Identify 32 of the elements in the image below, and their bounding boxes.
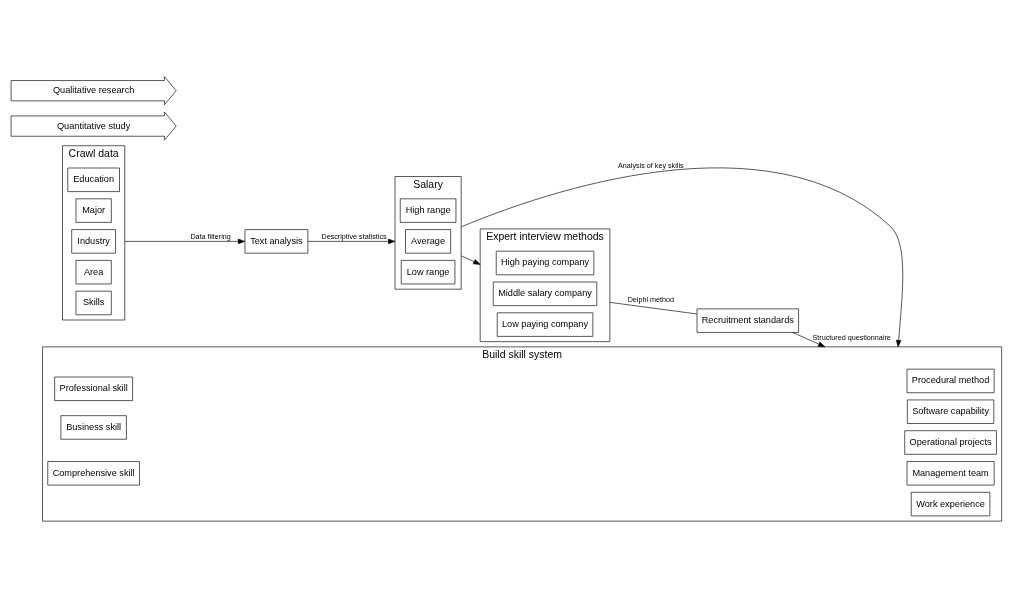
node-box: Management team — [906, 461, 995, 486]
node-box: Middle salary company — [492, 281, 598, 306]
node-box: Low paying company — [496, 312, 594, 337]
node-box: Average — [405, 229, 451, 254]
node-box: Software capability — [907, 399, 995, 424]
node-box: Low range — [400, 260, 456, 285]
node-box: Education — [67, 167, 120, 192]
node-box: Major — [75, 198, 112, 223]
node-box: Recruitment standards — [696, 308, 799, 333]
node-box: Skills — [75, 290, 112, 316]
arrow — [460, 255, 481, 265]
node-box: Work experience — [910, 492, 991, 517]
node-box: Industry — [71, 229, 116, 254]
node-box: Operational projects — [904, 430, 997, 455]
edge-label: Descriptive statistics — [321, 232, 387, 242]
arrow — [124, 238, 246, 244]
edge-label: Data filtering — [190, 232, 231, 242]
node-box: Business skill — [60, 415, 127, 440]
node-box: High range — [399, 198, 457, 223]
arrow — [792, 332, 826, 348]
connector — [609, 302, 698, 315]
node-box: Text analysis — [244, 229, 309, 254]
node-box: Comprehensive skill — [47, 461, 140, 486]
node-box: High paying company — [495, 250, 595, 276]
node-box: Procedural method — [906, 368, 995, 394]
node-box: Professional skill — [54, 376, 133, 401]
node-box: Area — [75, 260, 112, 285]
edge-label: Structured questionnaire — [812, 332, 891, 342]
edge-label: Analysis of key skills — [618, 160, 684, 170]
arrow — [460, 167, 904, 348]
edge-label: Delphi method — [627, 295, 675, 305]
arrow — [307, 238, 396, 244]
